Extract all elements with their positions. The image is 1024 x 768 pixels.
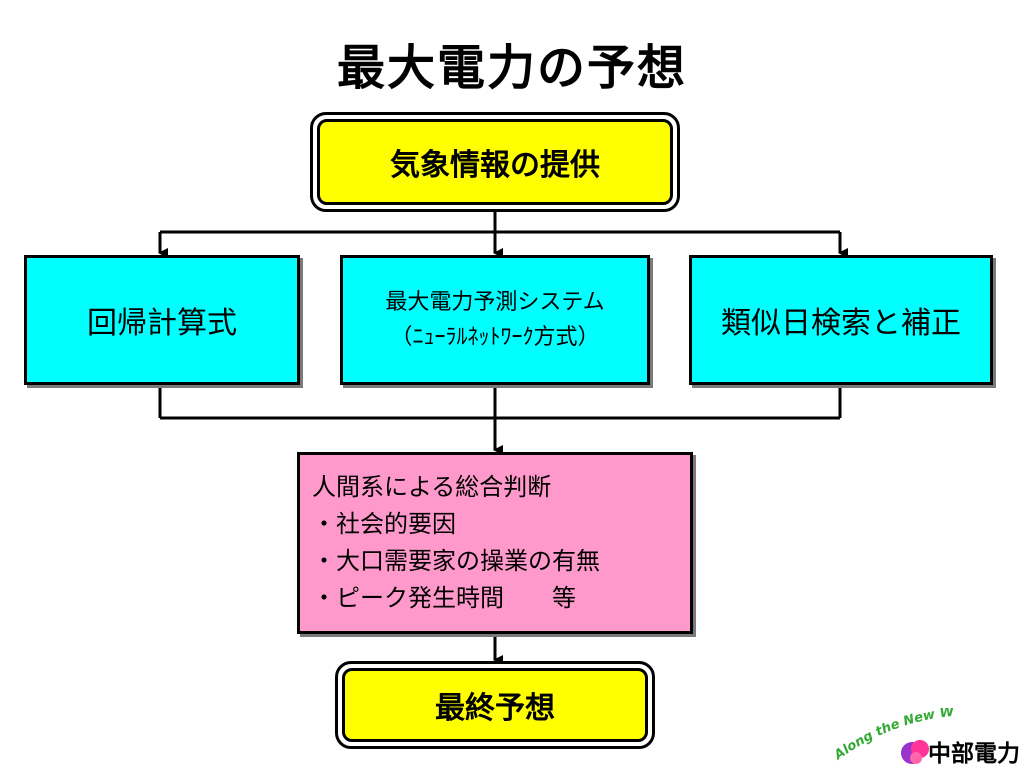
page-title: 最大電力の予想	[336, 40, 687, 96]
final-forecast-label: 最終予想	[342, 668, 648, 742]
regression-label: 回帰計算式	[87, 306, 237, 341]
weather-info-box: 気象情報の提供	[310, 112, 680, 212]
human-judgment-heading: 人間系による総合判断	[312, 473, 552, 501]
prediction-system-box: 最大電力予測システム （ﾆｭｰﾗﾙﾈｯﾄﾜｰｸ方式）	[340, 255, 650, 385]
human-judgment-box: 人間系による総合判断 ・社会的要因 ・大口需要家の操業の有無 ・ピーク発生時間 …	[297, 452, 693, 634]
company-mark-icon	[901, 740, 929, 764]
similar-day-label: 類似日検索と補正	[721, 306, 961, 341]
final-forecast-box: 最終予想	[335, 661, 655, 749]
company-logo: Along the New Way	[830, 708, 955, 764]
judgment-item: ・大口需要家の操業の有無	[312, 547, 600, 575]
judgment-item: ・社会的要因	[312, 510, 456, 538]
prediction-system-method: （ﾆｭｰﾗﾙﾈｯﾄﾜｰｸ方式）	[390, 325, 600, 350]
weather-info-label: 気象情報の提供	[317, 119, 673, 205]
regression-box: 回帰計算式	[24, 255, 300, 385]
prediction-system-label: 最大電力予測システム	[385, 289, 605, 315]
similar-day-box: 類似日検索と補正	[689, 255, 993, 385]
judgment-item: ・ピーク発生時間 等	[312, 584, 576, 612]
company-name: 中部電力	[928, 741, 1020, 767]
